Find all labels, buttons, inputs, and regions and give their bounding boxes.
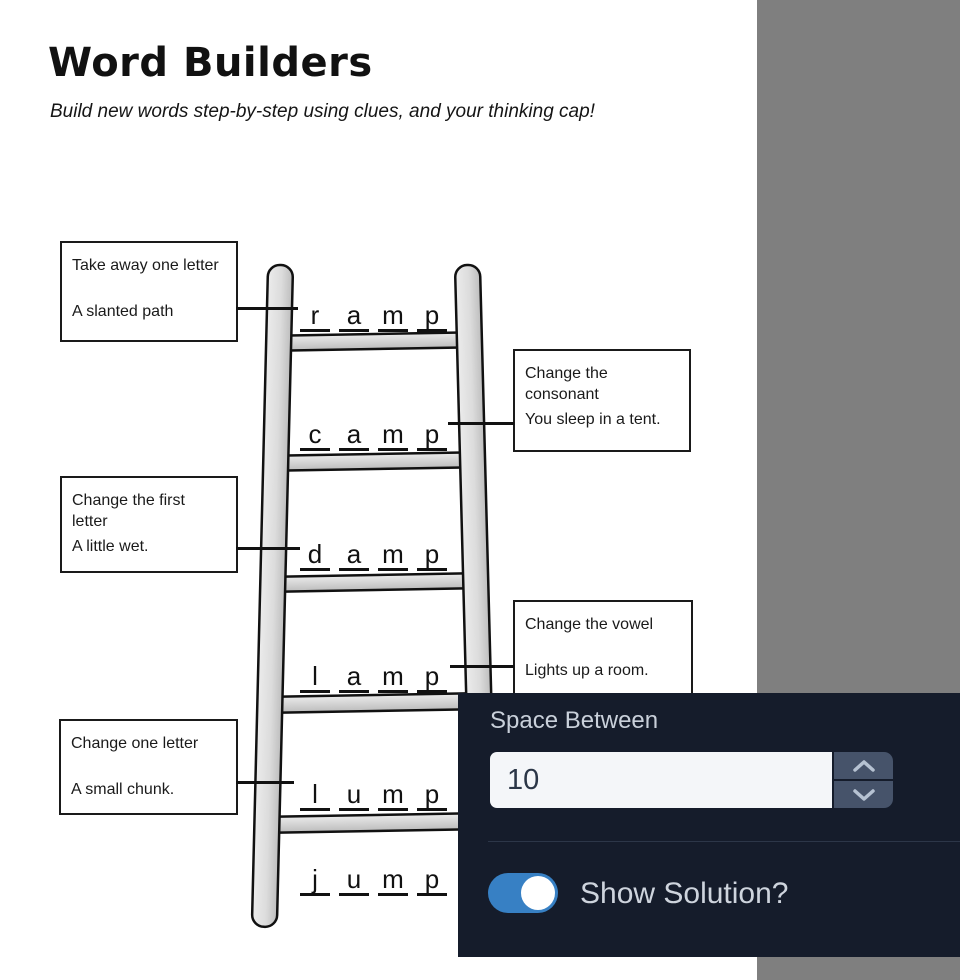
clue-instruction: Change the vowel — [525, 616, 654, 633]
chevron-down-icon — [852, 788, 875, 801]
clue-connector-line — [236, 781, 294, 784]
stepper-increment-button[interactable] — [834, 752, 893, 779]
word-row-jump: j u m p — [300, 860, 456, 896]
letter-slot: d — [300, 535, 330, 571]
toggle-knob — [521, 876, 555, 910]
letter-slot: p — [417, 775, 447, 811]
letter-slot: l — [300, 775, 330, 811]
ladder-illustration — [250, 263, 493, 929]
letter-slot: c — [300, 415, 330, 451]
ladder-rails — [250, 263, 493, 929]
clue-hint: Lights up a room. — [525, 662, 649, 679]
letter-slot: p — [417, 657, 447, 693]
clue-instruction: Change the first — [72, 492, 185, 509]
word-row-damp: d a m p — [300, 535, 456, 571]
clue-instruction: Change one letter — [71, 735, 199, 752]
clue-connector-line — [448, 422, 514, 425]
letter-slot: l — [300, 657, 330, 693]
letter-slot: m — [378, 657, 408, 693]
word-row-lamp: l a m p — [300, 657, 456, 693]
letter-slot: a — [339, 415, 369, 451]
stepper-decrement-button[interactable] — [834, 781, 893, 808]
clue-box-camp: Change the consonant You sleep in a tent… — [513, 349, 691, 452]
clue-hint: A little wet. — [72, 538, 149, 555]
panel-divider — [488, 841, 960, 842]
space-between-label: Space Between — [490, 707, 659, 734]
settings-panel: Space Between Show Solution? — [458, 693, 960, 957]
letter-slot: m — [378, 415, 408, 451]
clue-box-damp: Change the first letter A little wet. — [60, 476, 238, 573]
clue-connector-line — [450, 665, 514, 668]
letter-slot: m — [378, 860, 408, 896]
letter-slot: a — [339, 535, 369, 571]
clue-hint: A small chunk. — [71, 781, 175, 798]
clue-hint: You sleep in a tent. — [525, 411, 661, 428]
clue-instruction: letter — [72, 513, 108, 530]
letter-slot: m — [378, 296, 408, 332]
clue-box-lamp: Change the vowel Lights up a room. — [513, 600, 693, 700]
clue-box-lump: Change one letter A small chunk. — [59, 719, 238, 815]
word-row-camp: c a m p — [300, 415, 456, 451]
letter-slot: u — [339, 860, 369, 896]
clue-connector-line — [236, 547, 300, 550]
page-subtitle: Build new words step-by-step using clues… — [50, 101, 595, 122]
letter-slot: p — [417, 415, 447, 451]
letter-slot: m — [378, 775, 408, 811]
word-row-ramp: r a m p — [300, 296, 456, 332]
clue-instruction: consonant — [525, 386, 599, 403]
letter-slot: r — [300, 296, 330, 332]
clue-hint: A slanted path — [72, 303, 174, 320]
letter-slot: m — [378, 535, 408, 571]
space-between-stepper — [834, 752, 893, 808]
page-title: Word Builders — [48, 40, 373, 86]
letter-slot: p — [417, 860, 447, 896]
clue-connector-line — [236, 307, 298, 310]
show-solution-label: Show Solution? — [580, 877, 789, 910]
letter-slot: a — [339, 296, 369, 332]
clue-instruction: Take away one letter — [72, 257, 219, 274]
clue-box-ramp: Take away one letter A slanted path — [60, 241, 238, 342]
show-solution-toggle[interactable] — [488, 873, 558, 913]
chevron-up-icon — [852, 759, 875, 772]
letter-slot: p — [417, 296, 447, 332]
space-between-input[interactable] — [490, 752, 832, 808]
clue-instruction: Change the — [525, 365, 608, 382]
letter-slot: a — [339, 657, 369, 693]
word-row-lump: l u m p — [300, 775, 456, 811]
letter-slot: j — [300, 860, 330, 896]
letter-slot: p — [417, 535, 447, 571]
ladder-rungs — [269, 331, 476, 834]
letter-slot: u — [339, 775, 369, 811]
